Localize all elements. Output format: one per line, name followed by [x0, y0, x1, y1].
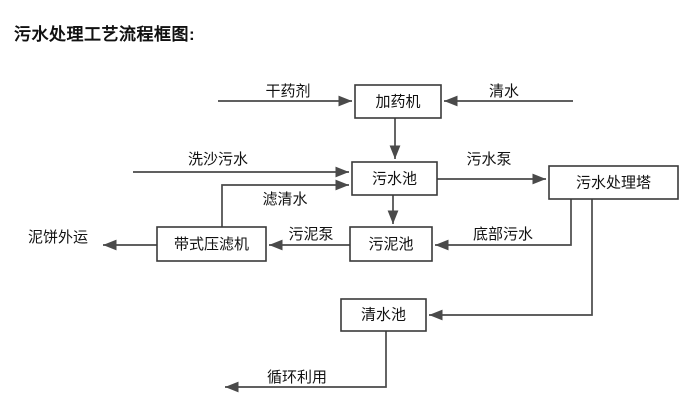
page-title: 污水处理工艺流程框图:: [14, 25, 196, 44]
node-label-treatment-tower: 污水处理塔: [576, 174, 651, 191]
node-label-sludge-pool: 污泥池: [368, 236, 413, 253]
edge-label-dry-agent: 干药剂: [265, 83, 310, 100]
edge-label-clean-water: 清水: [489, 83, 519, 100]
edge-filtered-water-to-sewage-pool: [221, 179, 349, 227]
edge-label-recycle-use: 循环利用: [267, 369, 327, 386]
node-box-belt-press[interactable]: [156, 226, 267, 262]
node-dosing-machine[interactable]: 加药机: [354, 84, 442, 119]
node-box-clearwater-pool[interactable]: [340, 298, 427, 332]
edge-tower-to-clearwater-pool: [429, 199, 593, 321]
node-label-dosing-machine: 加药机: [375, 93, 420, 110]
node-box-sludge-pool[interactable]: [349, 226, 433, 262]
node-label-belt-press: 带式压滤机: [174, 236, 249, 253]
edge-label-sewage-pump: 污水泵: [466, 151, 511, 168]
node-clearwater-pool[interactable]: 清水池: [340, 298, 427, 332]
node-label-sewage-pool: 污水池: [372, 170, 417, 187]
node-treatment-tower[interactable]: 污水处理塔: [548, 165, 679, 200]
node-box-treatment-tower[interactable]: [548, 165, 679, 200]
node-label-clearwater-pool: 清水池: [361, 306, 406, 323]
edge-labels-group: 干药剂 清水 洗沙污水 滤清水 污水泵 泥饼外运 污泥泵 底部污水 循环利用: [28, 83, 533, 386]
edge-label-sludge-pump: 污泥泵: [288, 226, 333, 243]
edge-bottom-sewage-to-sludge-pool: [435, 199, 572, 251]
node-box-sewage-pool[interactable]: [351, 161, 438, 196]
edge-label-bottom-sewage: 底部污水: [473, 226, 533, 243]
edge-clearwater-recycle-out: [225, 331, 387, 393]
node-sewage-pool[interactable]: 污水池: [351, 161, 438, 196]
edge-label-sand-wash-sewage: 洗沙污水: [188, 151, 248, 168]
node-sludge-pool[interactable]: 污泥池: [349, 226, 433, 262]
edge-label-filtered-water: 滤清水: [262, 191, 307, 208]
node-box-dosing-machine[interactable]: [354, 84, 442, 119]
node-belt-press[interactable]: 带式压滤机: [156, 226, 267, 262]
edge-label-mud-cake-out: 泥饼外运: [28, 229, 88, 246]
edges-group: [103, 95, 593, 393]
